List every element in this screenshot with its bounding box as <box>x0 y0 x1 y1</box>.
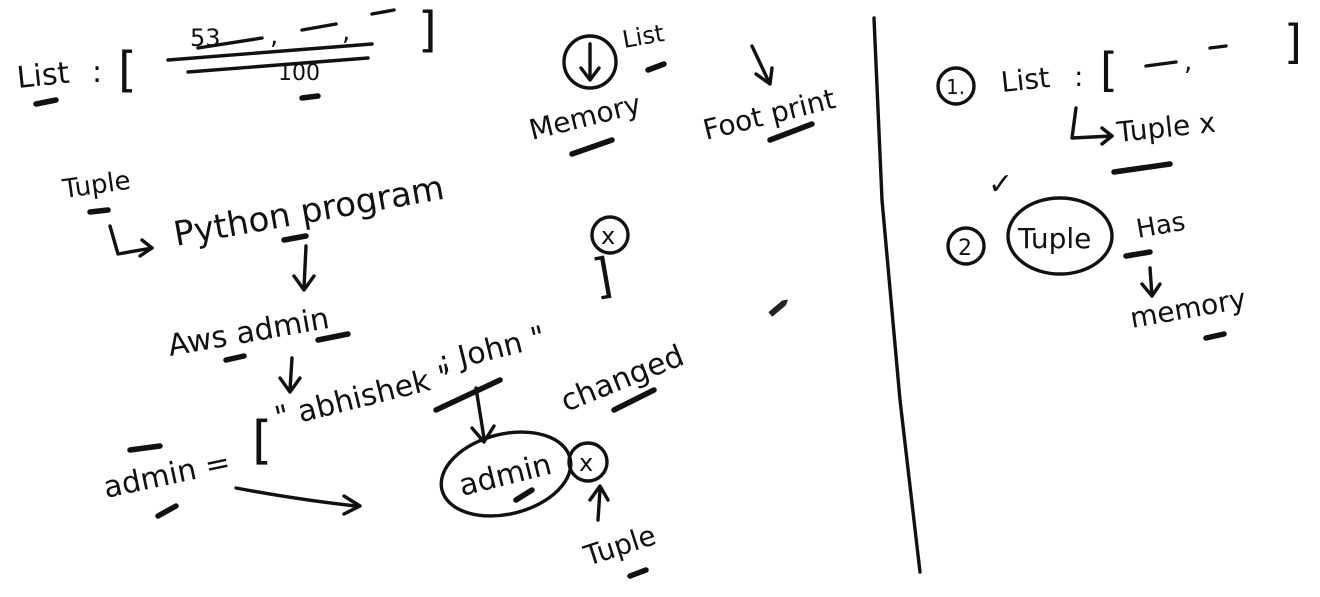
underline-mark <box>433 377 503 413</box>
cross-circle <box>590 215 630 255</box>
list-label: List <box>15 56 71 96</box>
python-program-text: Python program <box>171 168 448 255</box>
bracket-open: [ <box>118 42 137 98</box>
blank-slot <box>1144 60 1178 68</box>
fraction-bar <box>186 56 370 74</box>
bracket-close: ] <box>588 247 616 305</box>
arrow-head <box>1140 282 1162 298</box>
arrow-down <box>288 356 294 392</box>
arrow-bracket <box>108 224 154 256</box>
memory-text: Memory <box>526 87 644 147</box>
tuple-bottom-text: Tuple <box>579 519 660 573</box>
foot-print-text: Foot print <box>700 82 839 147</box>
has-text: Has <box>1134 207 1187 245</box>
value-100: 100 <box>278 61 320 86</box>
bracket-open: [ <box>252 411 272 471</box>
cross-circle <box>567 441 609 483</box>
blank-slot <box>1208 44 1228 50</box>
number-1: 1. <box>946 75 965 99</box>
arrow-head <box>292 274 316 292</box>
arrow-head <box>1100 126 1114 146</box>
underline-mark <box>155 503 179 519</box>
comma-right: , <box>1184 47 1192 77</box>
number-circle <box>946 226 986 266</box>
underline-mark <box>627 567 649 579</box>
underline-mark <box>299 93 321 101</box>
underline-mark <box>1203 331 1227 341</box>
number-2: 2 <box>958 236 972 261</box>
list-small-text: List <box>620 19 666 54</box>
underline-mark <box>281 233 309 243</box>
list-label-right: List <box>999 61 1051 99</box>
underline-mark <box>569 137 615 157</box>
arrow-head <box>138 238 154 258</box>
arrow-up <box>596 488 602 522</box>
comma-symbol: , <box>342 17 350 47</box>
bracket-close: ] <box>418 2 437 58</box>
arrow-down <box>750 44 770 82</box>
underline-mark <box>611 387 657 413</box>
pencil-icon[interactable] <box>768 297 789 317</box>
underline-mark <box>1111 161 1173 175</box>
right-notes: 1. List : [ , ] Tuple x ✓ 2 Tuple Has me… <box>936 15 1302 341</box>
underline-mark <box>127 443 163 453</box>
arrow-head <box>588 484 610 502</box>
memory-footprint: List Memory Foot print <box>526 19 839 317</box>
aws-admin-text: Aws admin <box>165 301 332 364</box>
underline-mark <box>645 61 667 73</box>
tuple-circle <box>1006 196 1114 276</box>
tuple-x-text: Tuple x <box>1114 106 1217 149</box>
bracket-open-right: [ <box>1100 43 1118 97</box>
arrow-head <box>579 66 601 82</box>
john-item: ; John " <box>435 320 548 380</box>
cross-symbol: x <box>601 222 615 250</box>
admin-circled-text: admin <box>455 447 555 504</box>
arrow-down <box>474 386 486 440</box>
arrow-down <box>302 244 308 290</box>
arrow-head <box>470 424 496 444</box>
number-circle <box>936 66 976 106</box>
arrow-bracket <box>1070 106 1114 140</box>
bracket-close-right: ] <box>1284 15 1302 69</box>
blank-slot <box>300 22 338 32</box>
check-mark: ✓ <box>988 167 1013 202</box>
underline-mark <box>223 353 247 363</box>
abhishek-item: " abhishek " <box>271 358 456 436</box>
underline-mark <box>87 207 111 215</box>
underline-mark <box>767 121 815 143</box>
underline-mark <box>315 331 351 343</box>
arrow-head <box>278 376 302 394</box>
underline-mark <box>513 487 535 503</box>
fraction-bar <box>166 42 374 62</box>
arrow-circle <box>562 34 618 90</box>
underline-mark <box>33 97 59 107</box>
arrow-down <box>1148 266 1154 298</box>
comma-symbol: , <box>270 21 278 51</box>
tuple-circled-text: Tuple <box>1017 222 1091 255</box>
tuple-flow: Tuple Python program Aws admin <box>60 166 448 394</box>
arrow-head <box>342 494 362 516</box>
list-definition: List : [ 53 , , ] 100 <box>15 2 437 107</box>
admin-assign-text: admin = <box>100 445 233 506</box>
arrow-head <box>754 66 774 86</box>
cross-symbol: x <box>579 449 593 477</box>
arrow-right <box>234 486 358 508</box>
colon-symbol: : <box>92 55 102 90</box>
tuple-label: Tuple <box>60 166 133 205</box>
blank-slot <box>370 8 396 16</box>
underline-mark <box>1123 249 1153 259</box>
divider-line <box>872 16 922 574</box>
underline-mark <box>196 36 264 50</box>
colon-right: : <box>1074 60 1083 93</box>
